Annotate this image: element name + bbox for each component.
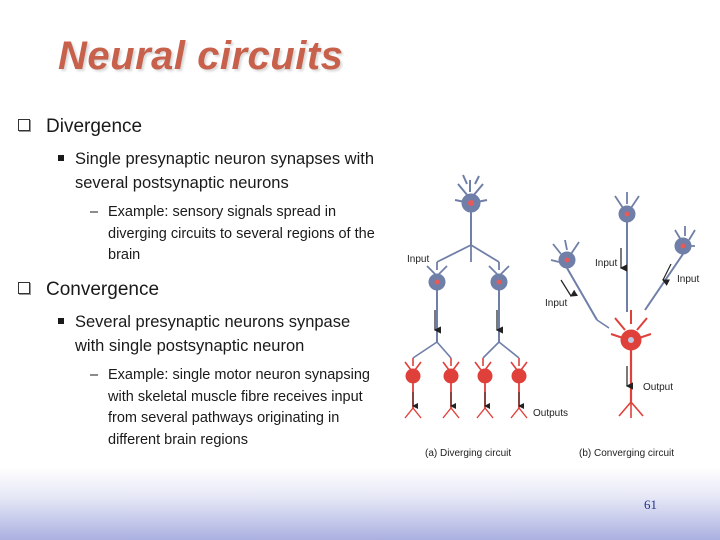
red-neuron (610, 310, 652, 418)
bullet-convergence: Convergence (18, 279, 159, 301)
example-convergence: – Example: single motor neuron synapsing… (90, 365, 380, 451)
blue-neuron (550, 192, 696, 329)
caption-diverging: (a) Diverging circuit (425, 448, 511, 459)
input-label: Input (407, 254, 429, 265)
nucleus-icon (624, 211, 630, 217)
checkbox-bullet-icon (18, 119, 30, 131)
example-text: Example: single motor neuron synapsing w… (108, 367, 370, 448)
square-bullet-icon (58, 318, 64, 324)
nucleus-icon (496, 279, 502, 285)
converging-circuit: Input Input Input Output (b) Converging … (545, 192, 699, 459)
footer-band (0, 468, 720, 540)
diverging-circuit: Input Outputs (a) Diverging circuit (404, 174, 568, 459)
bullet-divergence: Divergence (18, 116, 142, 138)
page-number: 61 (644, 497, 657, 512)
example-divergence: – Example: sensory signals spread in div… (90, 202, 380, 267)
square-bullet-icon (58, 155, 64, 161)
dash-bullet-icon: – (90, 204, 99, 220)
example-text: Example: sensory signals spread in diver… (108, 204, 375, 263)
nucleus-icon (680, 243, 686, 249)
slide-title: Neural circuits (58, 34, 344, 78)
nucleus-icon (564, 257, 570, 263)
red-neuron-row (404, 358, 528, 419)
blue-neuron (412, 262, 520, 359)
sub-bullet-convergence: Several presynaptic neurons synpase with… (58, 310, 378, 358)
input-label: Input (677, 274, 699, 285)
output-label: Output (643, 382, 673, 393)
blue-neuron (436, 174, 500, 263)
arrow-icon (560, 279, 578, 297)
nucleus-icon (628, 337, 634, 343)
bullet-heading: Divergence (46, 116, 143, 137)
sub-bullet-divergence: Single presynaptic neuron synapses with … (58, 147, 378, 195)
input-label: Input (545, 298, 567, 309)
arrow-icon (661, 263, 672, 286)
checkbox-bullet-icon (18, 282, 30, 294)
sub-bullet-text: Several presynaptic neurons synpase with… (75, 313, 351, 355)
sub-bullet-text: Single presynaptic neuron synapses with … (75, 150, 375, 192)
dash-bullet-icon: – (90, 367, 99, 383)
neural-circuit-diagram: Input Outputs (a) Diverging circuit (404, 174, 699, 459)
outputs-label: Outputs (533, 408, 568, 419)
nucleus-icon (434, 279, 440, 285)
caption-converging: (b) Converging circuit (579, 448, 674, 459)
bullet-heading: Convergence (46, 279, 160, 300)
nucleus-icon (468, 200, 474, 206)
input-label: Input (595, 258, 617, 269)
